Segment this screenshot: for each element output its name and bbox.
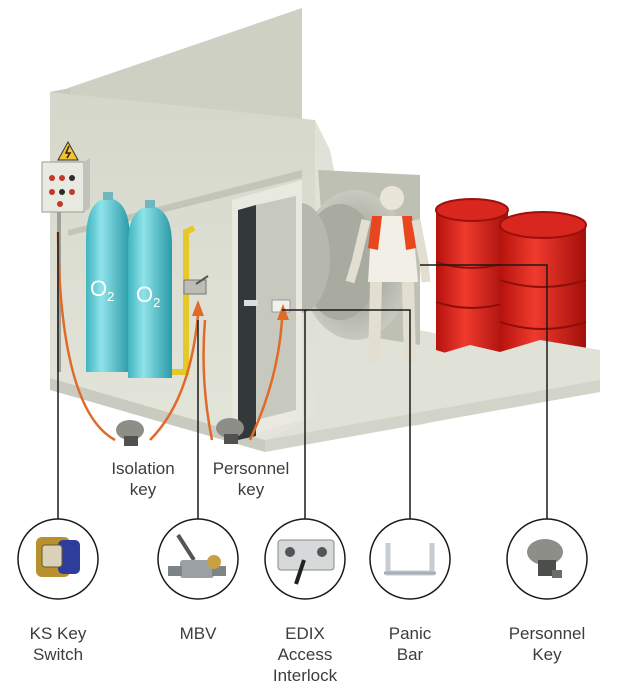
personnel-key-label-line2: key (196, 479, 306, 500)
panic-bar-label-line1: Panic (360, 623, 460, 644)
isolation-key-icon (116, 420, 144, 446)
red-drums (420, 199, 600, 400)
personnel-key-component-label-line2: Key (492, 644, 602, 665)
ks-key-switch-label: KS Key Switch (8, 623, 108, 665)
isolation-key-label-line2: key (88, 479, 198, 500)
mbv-label: MBV (148, 623, 248, 644)
personnel-key-label: Personnel key (196, 458, 306, 500)
edix-label-line3: Interlock (250, 665, 360, 686)
component-mbv-circle (158, 519, 238, 599)
panic-bar-label: Panic Bar (360, 623, 460, 665)
personnel-key-component-label-line1: Personnel (492, 623, 602, 644)
panic-bar-label-line2: Bar (360, 644, 460, 665)
component-panic-bar-circle (370, 519, 450, 599)
component-ks-key-switch-circle (18, 519, 98, 599)
edix-label: EDIX Access Interlock (250, 623, 360, 686)
ks-key-switch-label-line2: Switch (8, 644, 108, 665)
mbv-label-line1: MBV (148, 623, 248, 644)
personnel-key-label-line1: Personnel (196, 458, 306, 479)
isolation-key-label: Isolation key (88, 458, 198, 500)
ks-key-switch-label-line1: KS Key (8, 623, 108, 644)
edix-label-line2: Access (250, 644, 360, 665)
personnel-key-component-label: Personnel Key (492, 623, 602, 665)
component-edix-circle (265, 519, 345, 599)
isolation-key-label-line1: Isolation (88, 458, 198, 479)
component-personnel-key-circle (507, 519, 587, 599)
edix-label-line1: EDIX (250, 623, 360, 644)
